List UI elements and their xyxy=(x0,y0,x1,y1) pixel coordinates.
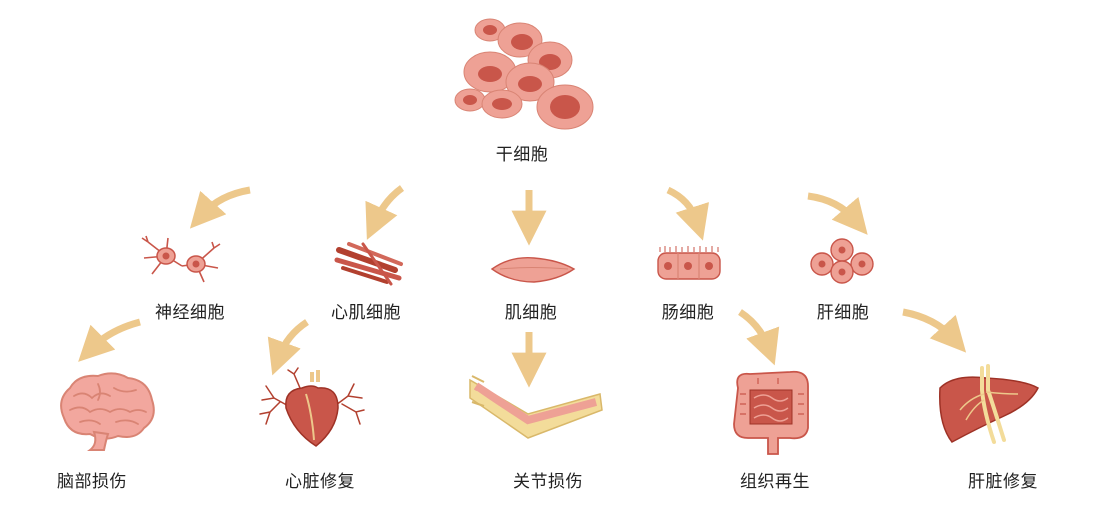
cell-type-label-neuron: 神经细胞 xyxy=(155,303,225,323)
application-label-tissue: 组织再生 xyxy=(740,472,810,492)
application-label-liver: 肝脏修复 xyxy=(968,472,1038,492)
neuron-icon xyxy=(141,235,221,283)
cell-type-label-intestinal: 肠细胞 xyxy=(661,303,715,323)
arrow-cardiomyocyte-to-heart xyxy=(267,319,309,376)
arrow-root-to-neuron xyxy=(189,186,251,229)
liver-cell-icon xyxy=(810,238,874,284)
cell-type-label-cardiomyocyte: 心肌细胞 xyxy=(331,303,401,323)
liver-icon xyxy=(939,364,1039,444)
cardiomyocyte-icon xyxy=(334,242,403,286)
intestinal-cell-icon xyxy=(657,246,721,280)
arrow-liver-to-liver-repair xyxy=(902,308,967,353)
brain-icon xyxy=(60,372,155,451)
arrow-intestinal-to-tissue xyxy=(738,309,780,366)
cell-type-label-liver: 肝细胞 xyxy=(816,303,870,323)
root-label: 干细胞 xyxy=(495,145,549,165)
muscle-cell-icon xyxy=(490,257,576,283)
heart-icon xyxy=(259,367,365,447)
application-label-brain: 脑部损伤 xyxy=(57,472,127,492)
stem-cell-cluster-icon xyxy=(454,18,594,130)
intestine-icon xyxy=(733,370,809,455)
arrow-root-to-liver-cell xyxy=(807,192,868,235)
joint-icon xyxy=(469,375,603,439)
arrow-root-to-intestinal xyxy=(666,186,709,241)
application-label-heart: 心脏修复 xyxy=(285,472,355,492)
application-label-joint: 关节损伤 xyxy=(513,472,583,492)
cell-type-label-muscle: 肌细胞 xyxy=(504,303,558,323)
arrow-root-to-cardiomyocyte xyxy=(365,185,405,240)
arrow-neuron-to-brain xyxy=(78,318,141,362)
